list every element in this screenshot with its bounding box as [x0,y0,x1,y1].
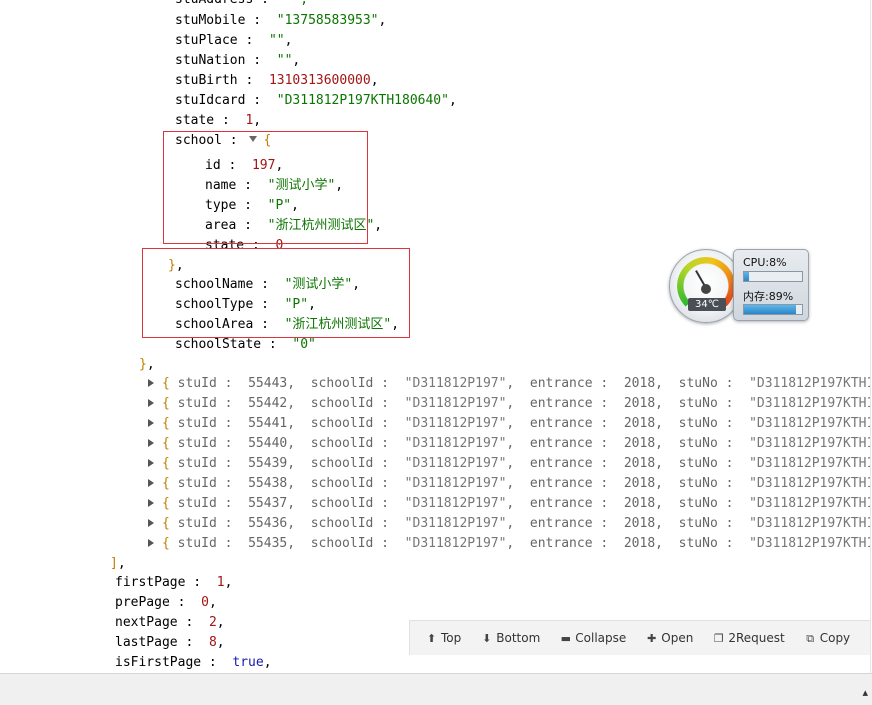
arrow-up-circle-icon: ⬆ [426,631,437,645]
download-icon: ⤓ [870,633,871,644]
json-line-stuNation: stuNation : "", [175,53,301,68]
collapsed-list-item[interactable]: { stuId : 55440, schoolId : "D311812P197… [148,434,870,454]
json-line-stuAddress: stuAddress : "", [175,0,308,10]
collapse-button[interactable]: ▬Collapse [560,631,627,645]
request-button[interactable]: ❐2Request [713,631,785,645]
collapsed-list-item[interactable]: { stuId : 55442, schoolId : "D311812P197… [148,394,870,414]
minus-square-icon: ▬ [560,631,571,645]
temperature-readout: 34℃ [688,298,726,311]
collapsed-list-item[interactable]: { stuId : 55435, schoolId : "D311812P197… [148,534,870,554]
json-close-bracket-list: ], [110,556,126,571]
gauge-dial: 34℃ [669,249,743,323]
json-line-school-state: state : 0 [205,238,284,253]
json-viewer: stuAddress : "", stuMobile : "1375858395… [110,0,871,673]
json-line-prePage: prePage : 0, [115,595,217,610]
top-button[interactable]: ⬆Top [426,631,462,645]
expand-toggle-icon[interactable] [249,136,258,142]
resize-grip-icon[interactable]: ▴ [862,686,868,699]
expand-arrow-icon[interactable] [148,499,154,507]
open-button[interactable]: ✚Open [647,631,694,645]
json-line-isFirstPage: isFirstPage : true, [115,655,272,670]
json-line-schoolType: schoolType : "P", [175,297,316,312]
copy-icon: ⧉ [806,631,815,645]
expand-arrow-icon[interactable] [148,399,154,407]
expand-arrow-icon[interactable] [148,419,154,427]
json-line-schoolArea: schoolArea : "浙江杭州测试区", [175,317,400,332]
usage-panel: CPU:8% 内存:89% [733,249,809,321]
document-icon: ❐ [713,631,724,645]
system-monitor-gadget[interactable]: 34℃ CPU:8% 内存:89% [669,247,809,323]
collapsed-list-item[interactable]: { stuId : 55441, schoolId : "D311812P197… [148,414,870,434]
download-button[interactable]: ⤓D [870,631,871,645]
json-line-stuIdcard: stuIdcard : "D311812P197KTH180640", [175,93,457,108]
cpu-bar [743,271,803,282]
status-bar: ▴ [0,673,872,705]
json-line-school-area: area : "浙江杭州测试区", [205,218,383,233]
json-line-firstPage: firstPage : 1, [115,575,233,590]
expand-arrow-icon[interactable] [148,479,154,487]
cpu-label: CPU:8% [743,256,787,269]
json-line-school-type: type : "P", [205,198,299,213]
collapsed-list-item[interactable]: { stuId : 55443, schoolId : "D311812P197… [148,374,870,394]
json-close-brace-item: }, [139,357,155,372]
json-line-school-name: name : "测试小学", [205,178,344,193]
json-line-lastPage: lastPage : 8, [115,635,225,650]
json-line-state: state : 1, [175,113,262,128]
json-line-stuMobile: stuMobile : "13758583953", [175,13,387,28]
json-line-school-id: id : 197, [205,158,284,173]
json-line-nextPage: nextPage : 2, [115,615,225,630]
json-line-schoolState: schoolState : "0" [175,337,316,352]
collapsed-list-item[interactable]: { stuId : 55438, schoolId : "D311812P197… [148,474,870,494]
json-close-brace-school: }, [168,258,184,273]
collapsed-list-item[interactable]: { stuId : 55439, schoolId : "D311812P197… [148,454,870,474]
arrow-down-circle-icon: ⬇ [482,631,492,645]
bottom-button[interactable]: ⬇Bottom [482,631,541,645]
copy-button[interactable]: ⧉Copy [806,631,851,645]
collapsed-list-item[interactable]: { stuId : 55437, schoolId : "D311812P197… [148,494,870,514]
plus-square-icon: ✚ [647,631,657,645]
memory-bar-fill [744,305,796,314]
cpu-bar-fill [744,272,749,281]
json-line-stuBirth: stuBirth : 1310313600000, [175,73,379,88]
json-line-stuPlace: stuPlace : "", [175,33,293,48]
expand-arrow-icon[interactable] [148,379,154,387]
collapsed-list-item[interactable]: { stuId : 55436, schoolId : "D311812P197… [148,514,870,534]
memory-label: 内存:89% [743,290,794,303]
expand-arrow-icon[interactable] [148,439,154,447]
json-toolbar: ⬆Top ⬇Bottom ▬Collapse ✚Open ❐2Request ⧉… [409,620,871,655]
json-line-school[interactable]: school : { [175,133,272,148]
expand-arrow-icon[interactable] [148,459,154,467]
memory-bar [743,304,803,315]
json-line-schoolName: schoolName : "测试小学", [175,277,361,292]
expand-arrow-icon[interactable] [148,539,154,547]
expand-arrow-icon[interactable] [148,519,154,527]
